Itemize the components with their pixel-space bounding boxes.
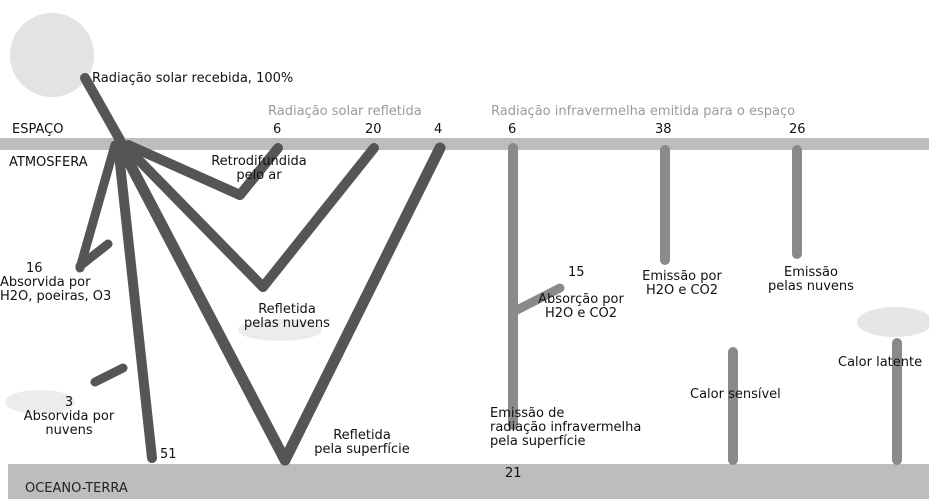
space-label: ESPAÇO (12, 122, 64, 137)
gas-emission-label: Emissão por H2O e CO2 (642, 269, 722, 298)
beam-surface-down (114, 139, 291, 466)
ocean-land-band (8, 464, 929, 499)
cloud-shape-left (238, 319, 322, 341)
beam-backscatter-down (123, 140, 245, 200)
infrared-emitted-header: Radiação infravermelha emitida para o es… (491, 104, 796, 119)
beam-absorbed-atmosphere (75, 140, 120, 273)
cloud-emission-label: Emissão pelas nuvens (768, 265, 854, 294)
absorbed-clouds-label: 3 Absorvida por nuvens (10, 396, 128, 438)
beam-cloud-up (258, 143, 379, 292)
ir-absorbed-label: Absorção por H2O e CO2 (538, 292, 624, 321)
beam-16-stub (75, 239, 113, 271)
ir-absorbed-stub (508, 283, 565, 317)
value-surface-reflect: 4 (434, 122, 443, 137)
value-to-surface: 51 (160, 447, 177, 462)
ocean-land-label: OCEANO-TERRA (25, 481, 128, 496)
beam-backscatter-up (235, 143, 283, 200)
latent-heat-label: Calor latente (838, 355, 923, 370)
cloud-reflect-label: Refletida pelas nuvens (244, 302, 330, 331)
value-absorbed-clouds: 3 (64, 395, 74, 410)
value-absorbed-atmosphere: 16 (26, 261, 43, 276)
value-backscatter: 6 (273, 122, 282, 137)
cloud-shape-small (5, 390, 75, 414)
value-surface-emission: 21 (505, 466, 522, 481)
atmosphere-label: ATMOSFERA (9, 155, 88, 170)
sun-shape (10, 13, 94, 97)
sensible-heat-label: Calor sensível (690, 387, 781, 402)
value-ir-surface: 6 (508, 122, 517, 137)
incoming-solar-beam (80, 73, 125, 145)
backscatter-label: Retrodifundida pelo ar (211, 154, 307, 183)
incoming-solar-label: Radiação solar recebida, 100% (92, 71, 294, 86)
beam-cloud-down (119, 140, 268, 292)
value-ir-h2o-co2: 38 (655, 122, 672, 137)
reflected-solar-header: Radiação solar refletida (268, 104, 422, 119)
beam-to-surface (113, 140, 157, 463)
beam-3-stub (90, 363, 128, 387)
cloud-shape-right (857, 307, 929, 337)
value-ir-absorbed: 15 (568, 265, 585, 280)
surface-reflect-label: Refletida pela superfície (314, 428, 410, 457)
absorbed-atmosphere-label: 16 Absorvida por H2O, poeiras, O3 (0, 262, 115, 304)
value-ir-clouds: 26 (789, 122, 806, 137)
value-cloud-reflect: 20 (365, 122, 382, 137)
space-atmosphere-band (0, 138, 929, 150)
beam-surface-up (279, 142, 446, 466)
ir-surface-emission-label: Emissão de radiação infravermelha pela s… (490, 406, 642, 449)
